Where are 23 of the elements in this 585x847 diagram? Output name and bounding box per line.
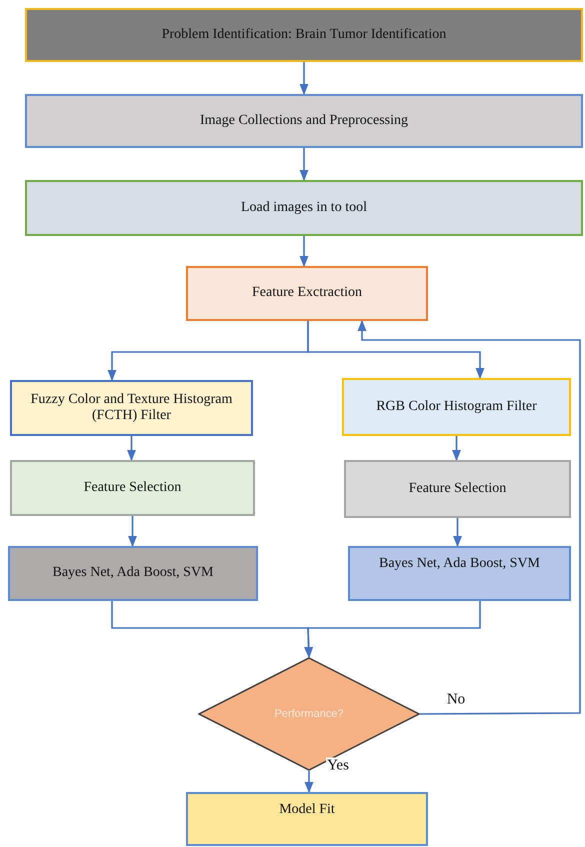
arrow	[304, 601, 481, 658]
process-box: RGB Color Histogram Filter	[342, 378, 571, 436]
process-box: Image Collections and Preprocessing	[25, 94, 583, 148]
process-box: Bayes Net, Ada Boost, SVM	[8, 546, 258, 601]
process-box: Feature Exctraction	[186, 266, 428, 321]
arrow	[304, 771, 314, 794]
process-box: Feature Selection	[344, 460, 571, 518]
arrow	[452, 436, 461, 462]
arrow	[128, 516, 137, 548]
process-box: Model Fit	[186, 792, 428, 846]
arrow	[300, 236, 308, 268]
arrow	[300, 148, 308, 182]
arrow	[300, 62, 308, 96]
arrow	[358, 320, 581, 715]
process-box: Problem Identification: Brain Tumor Identification	[25, 8, 583, 62]
decision-label: Performance?	[274, 708, 344, 720]
arrow	[307, 321, 484, 380]
process-box: Bayes Net, Ada Boost, SVM	[348, 546, 571, 601]
process-box: Feature Selection	[10, 460, 255, 516]
process-box: Fuzzy Color and Texture Histogram (FCTH) Filter	[10, 380, 253, 436]
process-box: Load images in to tool	[25, 180, 583, 236]
arrow	[127, 436, 136, 462]
arrow	[453, 518, 462, 548]
